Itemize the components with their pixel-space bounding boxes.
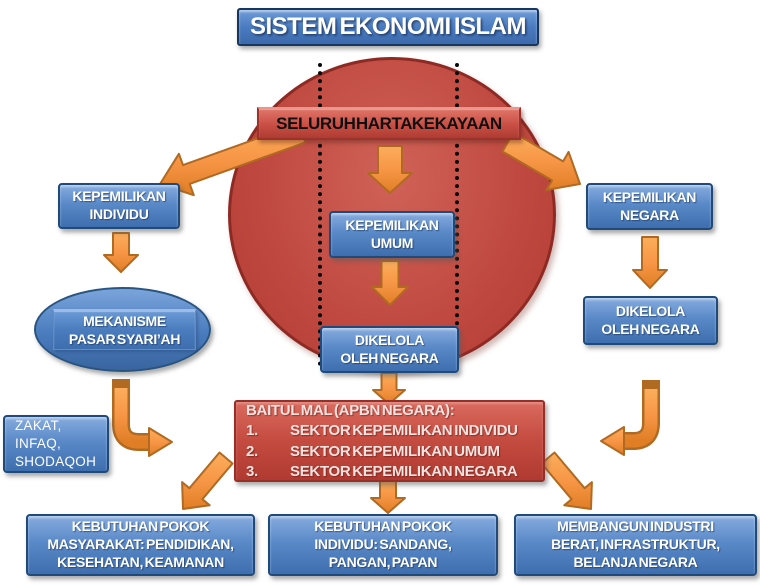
baitul-mal-item: 3. SEKTOR KEPEMILIKAN NEGARA: [236, 462, 543, 482]
baitul-mal-item: 2. SEKTOR KEPEMILIKAN UMUM: [236, 442, 543, 462]
node-label: ZAKAT, INFAQ, SHODAQOH: [15, 417, 97, 470]
node-zakat-infaq-shodaqoh: ZAKAT, INFAQ, SHODAQOH: [3, 415, 109, 473]
arrow-individu-to-mekanisme-icon: [103, 232, 139, 273]
node-label: KEPEMILIKAN UMUM: [345, 216, 439, 251]
dotted-divider-left: [318, 63, 322, 366]
node-label: DIKELOLA OLEH NEGARA: [601, 302, 700, 337]
node-label: DIKELOLA OLEH NEGARA: [340, 331, 439, 366]
baitul-mal-heading: BAITUL MAL (APBN NEGARA):: [246, 401, 455, 419]
item-text: SEKTOR KEPEMILIKAN NEGARA: [290, 463, 518, 480]
baitul-mal-item: 1. SEKTOR KEPEMILIKAN INDIVIDU: [236, 421, 543, 441]
title-box: SISTEM EKONOMI ISLAM: [237, 8, 539, 46]
node-kebutuhan-pokok-individu: KEBUTUHAN POKOK INDIVIDU: SANDANG, PANGA…: [268, 514, 498, 576]
node-label: KEBUTUHAN POKOK MASYARAKAT: PENDIDIKAN, …: [47, 518, 234, 570]
node-baitul-mal: BAITUL MAL (APBN NEGARA): 1. SEKTOR KEPE…: [234, 400, 545, 482]
node-kepemilikan-umum: KEPEMILIKAN UMUM: [329, 211, 455, 258]
node-label: KEBUTUHAN POKOK INDIVIDU: SANDANG, PANGA…: [314, 518, 452, 570]
node-mekanisme-pasar-syariah: MEKANISME PASAR SYARI’AH: [34, 287, 211, 372]
node-kepemilikan-negara: KEPEMILIKAN NEGARA: [586, 183, 713, 230]
item-number: 1.: [246, 422, 258, 439]
item-text: SEKTOR KEPEMILIKAN UMUM: [290, 442, 500, 460]
arrow-baitul-to-bottom-right-icon: [540, 451, 593, 510]
arrow-negara-to-dikelola-icon: [632, 236, 668, 289]
node-dikelola-oleh-negara-kanan: DIKELOLA OLEH NEGARA: [583, 296, 718, 345]
node-kebutuhan-pokok-masyarakat: KEBUTUHAN POKOK MASYARAKAT: PENDIDIKAN, …: [26, 514, 255, 576]
banner-seluruh-harta: SELURUH HARTA KEKAYAAN: [257, 107, 521, 140]
arrow-dikelola-kanan-to-baitul-icon: [600, 380, 660, 456]
banner-label: SELURUH HARTA KEKAYAAN: [276, 113, 502, 133]
arrow-baitul-to-bottom-left-icon: [181, 451, 234, 510]
arrow-mekanisme-to-baitul-icon: [112, 379, 173, 457]
node-label: MEKANISME PASAR SYARI’AH: [68, 312, 181, 347]
node-label: MEMBANGUN INDUSTRI BERAT, INFRASTRUKTUR,…: [551, 518, 720, 570]
node-membangun-industri: MEMBANGUN INDUSTRI BERAT, INFRASTRUKTUR,…: [514, 514, 757, 576]
mekanisme-plate: MEKANISME PASAR SYARI’AH: [53, 309, 196, 350]
dotted-divider-right: [455, 63, 459, 366]
item-number: 3.: [246, 463, 258, 480]
arrow-baitul-to-bottom-center-icon: [370, 476, 406, 514]
page-title: SISTEM EKONOMI ISLAM: [249, 13, 527, 40]
item-number: 2.: [246, 442, 258, 460]
node-kepemilikan-individu: KEPEMILIKAN INDIVIDU: [58, 183, 180, 229]
node-dikelola-oleh-negara-tengah: DIKELOLA OLEH NEGARA: [320, 326, 459, 373]
node-label: KEPEMILIKAN INDIVIDU: [72, 188, 166, 222]
node-label: KEPEMILIKAN NEGARA: [602, 188, 697, 223]
item-text: SEKTOR KEPEMILIKAN INDIVIDU: [290, 422, 518, 439]
